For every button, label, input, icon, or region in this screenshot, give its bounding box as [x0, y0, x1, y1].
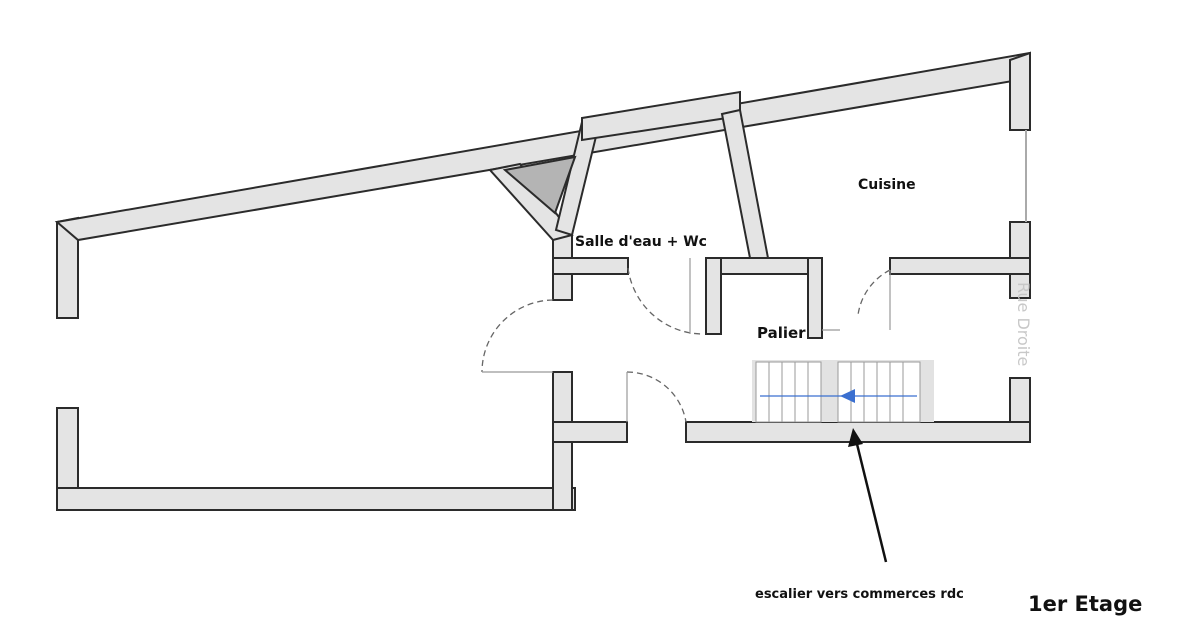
diagonal-wall [720, 108, 770, 259]
stair-tread [863, 361, 878, 423]
room-label-palier: Palier [757, 324, 806, 342]
stair-annotation: escalier vers commerces rdc [755, 587, 964, 602]
palier-right-wall [807, 257, 823, 339]
staircase [752, 360, 934, 423]
right-wall-top [1009, 51, 1031, 131]
stair-tread [768, 361, 783, 423]
doors [481, 258, 891, 423]
corridor-wall-stub [552, 421, 628, 443]
stair-tread [755, 361, 770, 423]
palier-left-wall [705, 257, 722, 335]
stair-tread [889, 361, 904, 423]
stair-tread [902, 361, 921, 423]
ventilation-shaft [502, 155, 577, 215]
door-swing-corridor [626, 371, 687, 423]
stair-tread [807, 361, 822, 423]
exterior-walls [54, 51, 1031, 511]
room-label-salle-eau: Salle d'eau + Wc [575, 234, 707, 250]
stair-tread [876, 361, 891, 423]
door-swing-left [481, 299, 554, 373]
cuisine-bottom-wall [889, 257, 1031, 275]
interior-walls [488, 90, 1031, 511]
street-name-ghost: Rue Droite [1014, 282, 1033, 366]
stair-direction-arrowhead [840, 389, 855, 403]
salle-eau-bottom-wall-left [552, 257, 629, 275]
stair-tread [794, 361, 809, 423]
floor-title: 1er Etage [1028, 592, 1142, 616]
annotation-arrow [848, 428, 888, 563]
bottom-wall-left [56, 487, 576, 511]
salle-eau-bottom-wall-right [705, 257, 817, 275]
stair-tread [781, 361, 796, 423]
door-swing-cuisine [857, 269, 891, 316]
room-label-cuisine: Cuisine [858, 177, 916, 193]
door-swing-salle-eau [627, 267, 705, 335]
